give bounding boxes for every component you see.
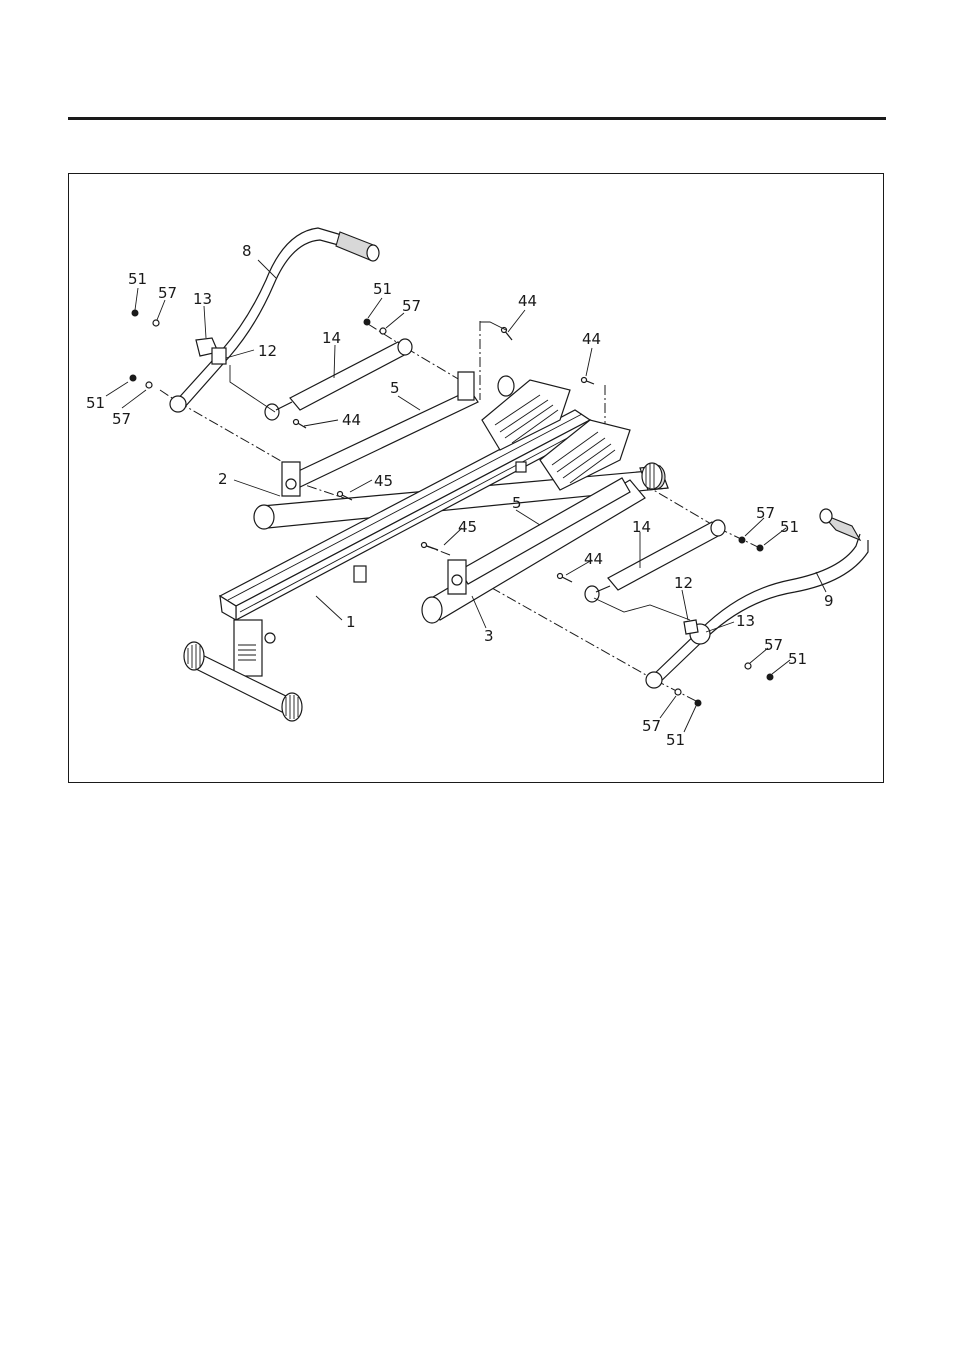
- pedal-arm-right: [447, 477, 631, 595]
- label-45: 45: [374, 472, 393, 490]
- label-12: 12: [258, 342, 277, 360]
- label-2: 2: [218, 470, 228, 488]
- label-57: 57: [158, 284, 177, 302]
- leader-lines: [105, 259, 827, 733]
- label-57: 57: [402, 297, 421, 315]
- label-51: 51: [780, 518, 799, 536]
- front-stabilizer: [183, 619, 303, 722]
- label-51: 51: [86, 394, 105, 412]
- handlebar-right: [645, 508, 869, 689]
- part-labels: 8 51 57 13 12 51 57 51 57 44 44 14 44 5 …: [86, 242, 834, 749]
- label-9: 9: [824, 592, 834, 610]
- diagram-frame: [68, 173, 884, 783]
- label-51: 51: [788, 650, 807, 668]
- fasteners: [129, 309, 774, 707]
- pedals: [481, 375, 631, 491]
- label-5: 5: [512, 494, 522, 512]
- header-rule: [68, 117, 886, 120]
- label-13: 13: [193, 290, 212, 308]
- label-13: 13: [736, 612, 755, 630]
- label-51: 51: [666, 731, 685, 749]
- label-44: 44: [582, 330, 601, 348]
- label-51: 51: [128, 270, 147, 288]
- label-1: 1: [346, 613, 356, 631]
- label-51: 51: [373, 280, 392, 298]
- label-5: 5: [390, 379, 400, 397]
- handlebar-left: [169, 227, 380, 413]
- cylinder-left: [264, 338, 413, 421]
- label-14: 14: [322, 329, 341, 347]
- label-57: 57: [112, 410, 131, 428]
- label-8: 8: [242, 242, 252, 260]
- label-57: 57: [756, 504, 775, 522]
- pedal-arm-left: [281, 371, 479, 497]
- label-45: 45: [458, 518, 477, 536]
- cylinder-right: [584, 519, 726, 603]
- label-57: 57: [764, 636, 783, 654]
- label-3: 3: [484, 627, 494, 645]
- label-44: 44: [518, 292, 537, 310]
- rear-end-cap: [641, 462, 663, 490]
- label-12: 12: [674, 574, 693, 592]
- label-14: 14: [632, 518, 651, 536]
- label-57: 57: [642, 717, 661, 735]
- label-44: 44: [584, 550, 603, 568]
- label-44: 44: [342, 411, 361, 429]
